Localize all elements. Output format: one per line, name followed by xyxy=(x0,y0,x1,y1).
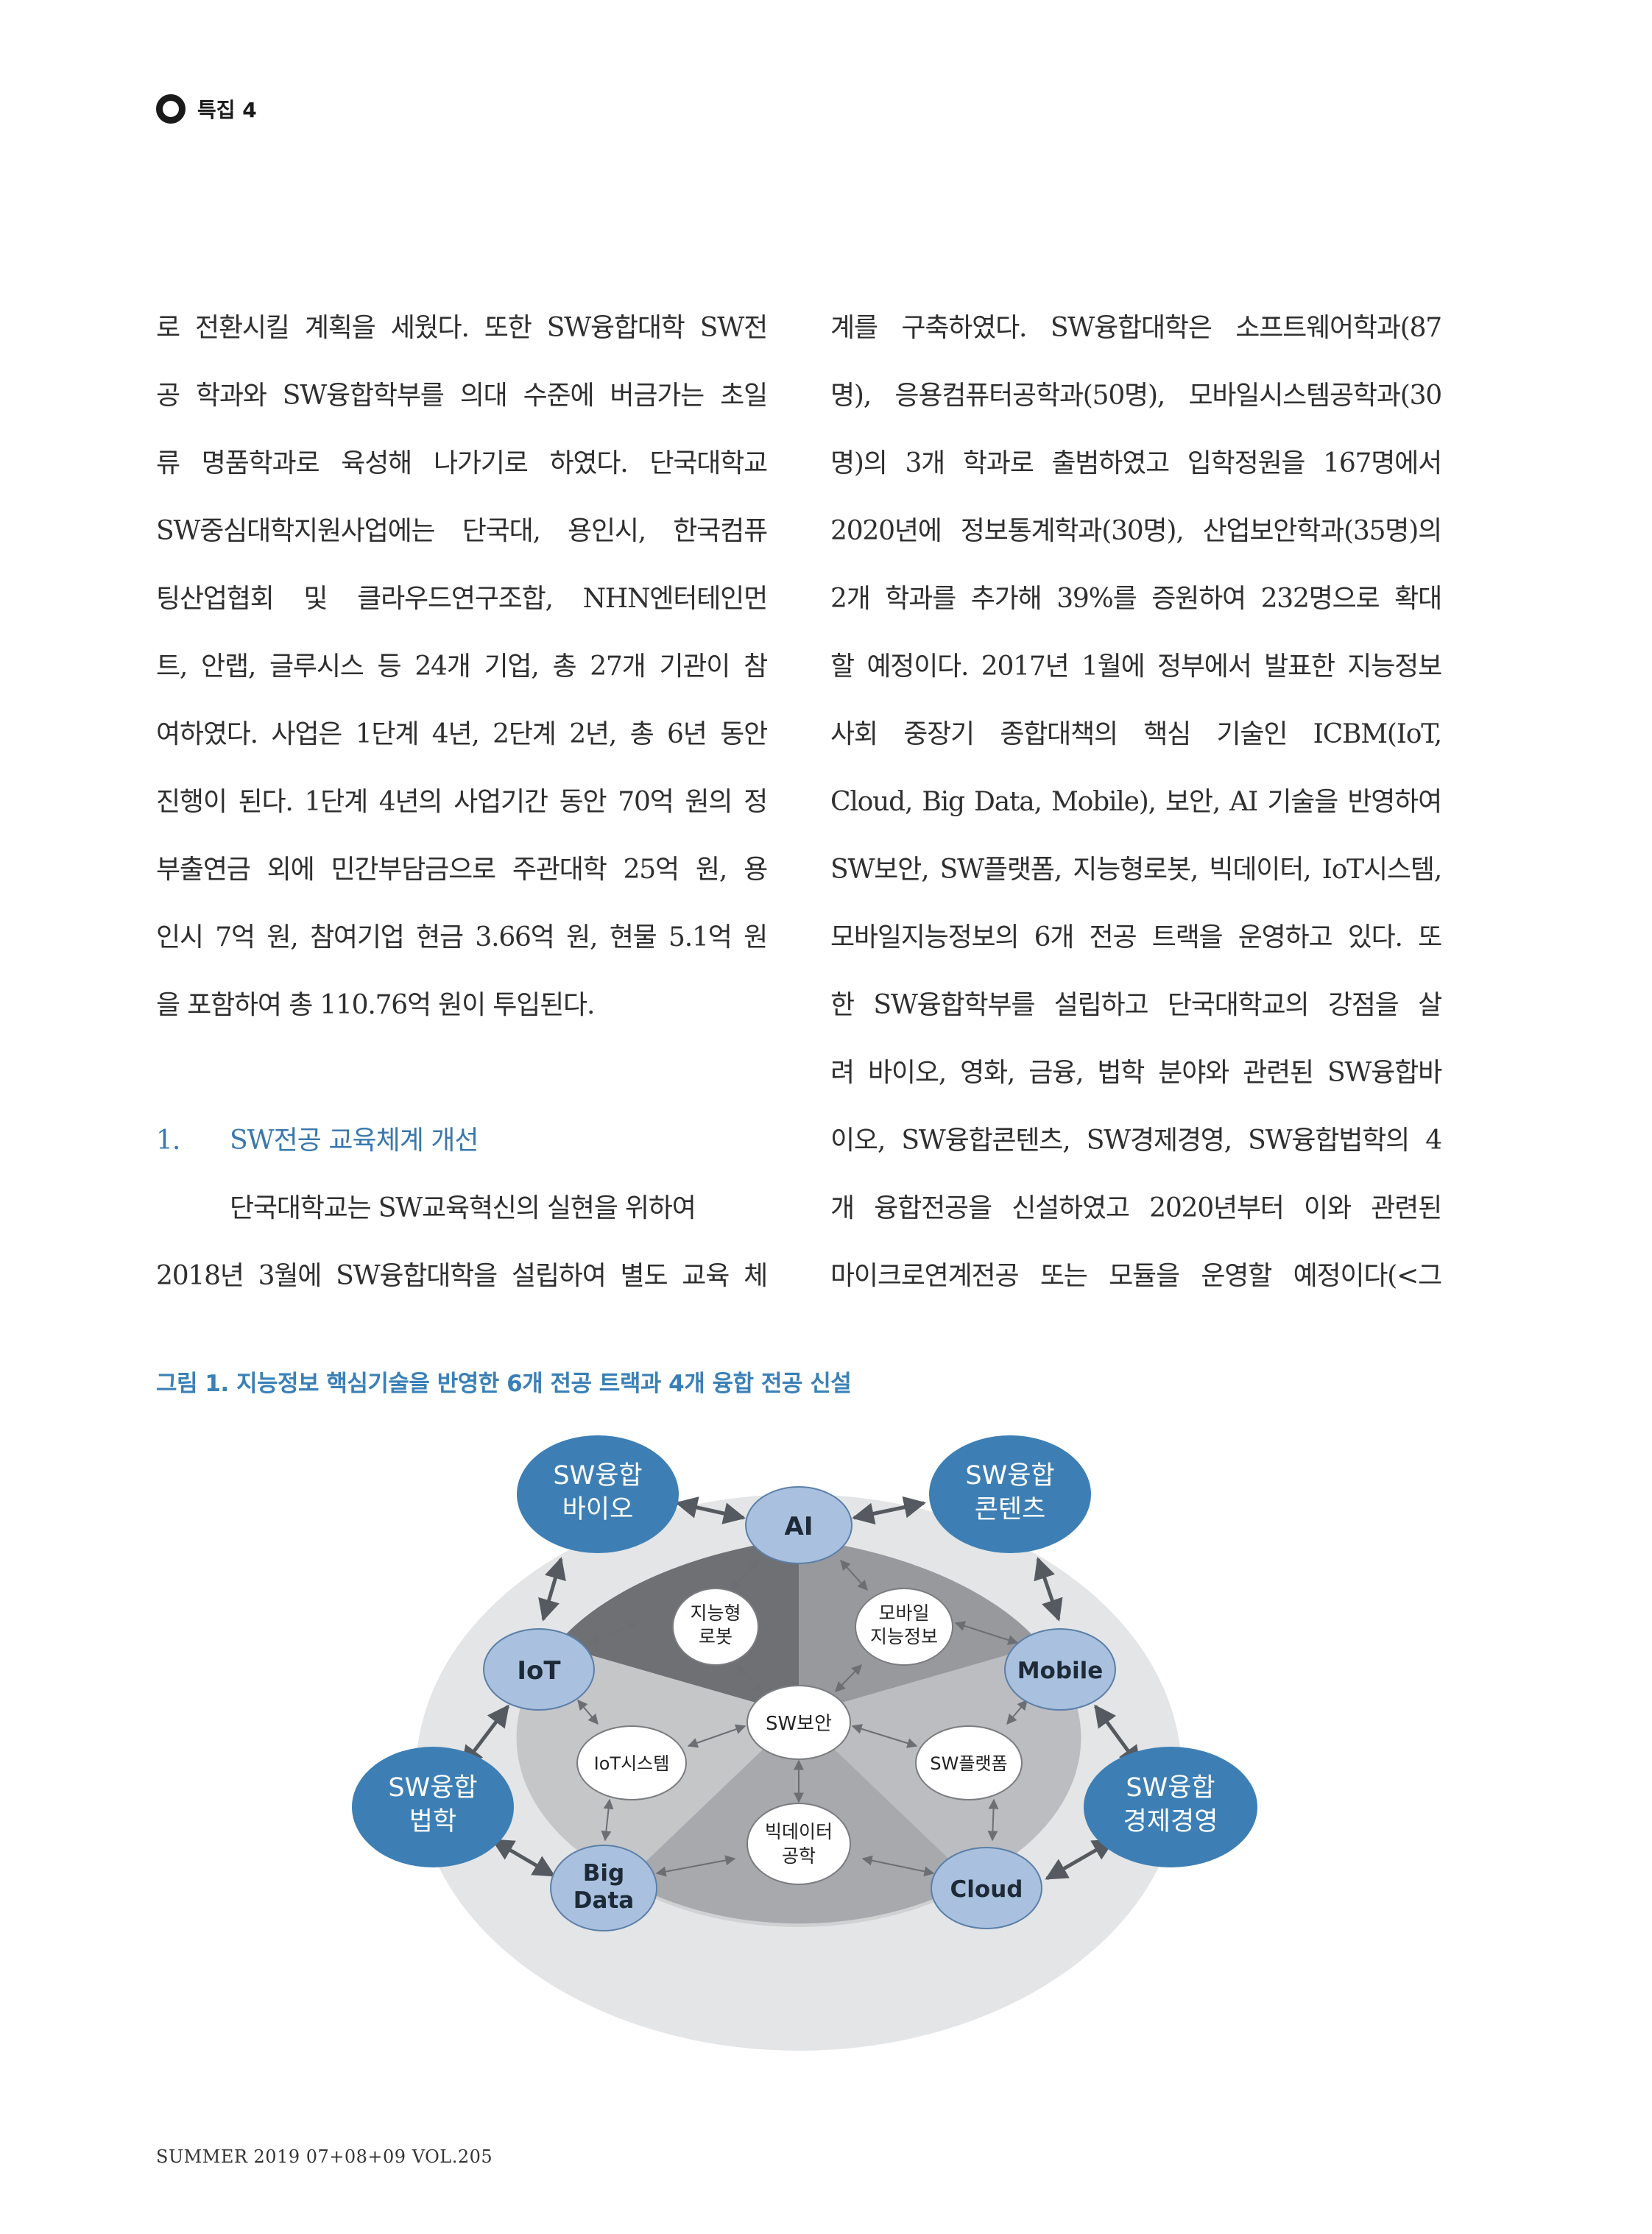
node-bio-line1: SW융합 xyxy=(553,1461,642,1491)
link-mobileintel-center xyxy=(835,1664,862,1693)
node-ai-label: AI xyxy=(785,1512,813,1541)
link-bio-iot xyxy=(538,1557,566,1622)
link-cloud-bigdataeng xyxy=(861,1855,935,1877)
link-robot-center xyxy=(735,1664,763,1693)
node-contents: SW융합 콘텐츠 xyxy=(929,1435,1091,1553)
link-ai-robot xyxy=(730,1559,759,1591)
node-center: SW보안 xyxy=(746,1685,851,1760)
link-swplat-cloud xyxy=(987,1798,999,1842)
section-label: 특집 4 xyxy=(197,98,257,122)
link-iot-robot xyxy=(587,1622,638,1644)
text-line: 트, 안랩, 글루시스 등 24개 기업, 총 27개 기관이 참 xyxy=(156,651,768,682)
paragraph-2: 단국대학교는 SW교육혁신의 실현을 위하여 2018년 3월에 SW융합대학을… xyxy=(156,1175,768,1310)
node-mobile-intel: 모바일 지능정보 xyxy=(855,1588,953,1666)
text-line: 한 SW융합학부를 설립하고 단국대학교의 강점을 살 xyxy=(830,990,1442,1020)
section-number: 1. xyxy=(156,1125,180,1156)
link-contents-ai xyxy=(852,1496,926,1525)
node-robot-line1: 지능형 xyxy=(690,1602,741,1624)
section-title: SW전공 교육체계 개선 xyxy=(230,1125,479,1156)
node-bigdata: Big Data xyxy=(550,1845,657,1931)
page-footer: SUMMER 2019 07+08+09 VOL.205 xyxy=(156,2146,493,2167)
link-swplat-center xyxy=(851,1724,918,1748)
link-contents-mobile xyxy=(1034,1557,1063,1622)
text-line: 명), 응용컴퓨터공학과(50명), 모바일시스템공학과(30 xyxy=(830,381,1442,411)
node-economy-line2: 경제경영 xyxy=(1123,1807,1218,1837)
node-bigdataeng-line1: 빅데이터 xyxy=(765,1821,833,1842)
node-mobileintel-line2: 지능정보 xyxy=(870,1626,938,1647)
node-iot: IoT xyxy=(483,1628,595,1711)
bullet-icon xyxy=(156,94,186,124)
link-iotsys-bigdata xyxy=(601,1798,614,1842)
text-line: SW보안, SW플랫폼, 지능형로봇, 빅데이터, IoT시스템, xyxy=(830,855,1442,885)
text-line: 로 전환시킬 계획을 세웠다. 또한 SW융합대학 SW전 xyxy=(156,313,768,343)
text-line: 류 명품학과로 육성해 나가기로 하였다. 단국대학교 xyxy=(156,448,768,478)
link-economy-cloud xyxy=(1045,1838,1115,1881)
link-iotsys-center xyxy=(687,1724,746,1748)
right-column: 계를 구축하였다. SW융합대학은 소프트웨어학과(87 명), 응용컴퓨터공학… xyxy=(830,294,1442,1310)
node-sw-platform: SW플랫폼 xyxy=(915,1725,1023,1800)
section-header: 특집 4 xyxy=(156,94,257,124)
link-bigdata-bigdataeng xyxy=(655,1855,736,1877)
text-line: 을 포함하여 총 110.76억 원이 투입된다. xyxy=(156,990,595,1020)
node-mobileintel-line1: 모바일 xyxy=(878,1602,929,1624)
node-bio-line2: 바이오 xyxy=(562,1495,634,1524)
text-line: 개 융합전공을 신설하였고 2020년부터 이와 관련된 xyxy=(830,1193,1442,1223)
node-cloud-label: Cloud xyxy=(950,1876,1023,1903)
text-line: 려 바이오, 영화, 금융, 법학 분야와 관련된 SW융합바 xyxy=(830,1058,1442,1088)
node-bigdata-eng: 빅데이터 공학 xyxy=(746,1803,851,1885)
text-line: 2개 학과를 추가해 39%를 증원하여 232명으로 확대 xyxy=(830,584,1442,614)
node-iotsystem-label: IoT시스템 xyxy=(594,1753,670,1774)
node-robot-line2: 로봇 xyxy=(699,1626,733,1647)
node-mobile: Mobile xyxy=(1004,1628,1116,1711)
node-ai: AI xyxy=(745,1486,853,1564)
node-contents-line1: SW융합 xyxy=(965,1461,1054,1491)
text-line: 모바일지능정보의 6개 전공 트랙을 운영하고 있다. 또 xyxy=(830,922,1442,952)
node-economy: SW융합 경제경영 xyxy=(1084,1747,1257,1867)
node-center-label: SW보안 xyxy=(766,1713,832,1735)
text-line: 2020년에 정보통계학과(30명), 산업보안학과(35명)의 xyxy=(830,516,1442,546)
node-bigdata-line2: Data xyxy=(573,1887,634,1914)
left-column: 로 전환시킬 계획을 세웠다. 또한 SW융합대학 SW전 공 학과와 SW융합… xyxy=(156,294,768,1310)
text-line: 인시 7억 원, 참여기업 현금 3.66억 원, 현물 5.1억 원 xyxy=(156,922,768,952)
text-line: 사회 중장기 종합대책의 핵심 기술인 ICBM(IoT, xyxy=(830,719,1442,749)
node-law-line1: SW융합 xyxy=(388,1773,477,1803)
text-line: 이오, SW융합콘텐츠, SW경제경영, SW융합법학의 4 xyxy=(830,1125,1442,1156)
text-line: 부출연금 외에 민간부담금으로 주관대학 25억 원, 용 xyxy=(156,855,768,885)
text-line: 진행이 된다. 1단계 4년의 사업기간 동안 70억 원의 정 xyxy=(156,787,768,817)
text-line: 여하였다. 사업은 1단계 4년, 2단계 2년, 총 6년 동안 xyxy=(156,719,768,749)
node-iot-system: IoT시스템 xyxy=(576,1725,687,1800)
node-robot: 지능형 로봇 xyxy=(672,1588,759,1666)
link-bio-ai xyxy=(675,1496,746,1524)
text-line: 할 예정이다. 2017년 1월에 정부에서 발표한 지능정보 xyxy=(830,651,1442,682)
node-law-line2: 법학 xyxy=(409,1807,456,1837)
text-line: 팅산업협회 및 클라우드연구조합, NHN엔터테인먼 xyxy=(156,584,768,614)
link-law-bigdata xyxy=(491,1838,556,1878)
text-line: 단국대학교는 SW교육혁신의 실현을 위하여 xyxy=(230,1193,696,1223)
node-economy-line1: SW융합 xyxy=(1126,1773,1215,1803)
node-cloud: Cloud xyxy=(931,1847,1042,1929)
node-mobile-label: Mobile xyxy=(1017,1658,1104,1684)
link-iot-iotsys xyxy=(577,1699,599,1725)
node-law: SW융합 법학 xyxy=(352,1747,514,1867)
text-line: 명)의 3개 학과로 출범하였고 입학정원을 167명에서 xyxy=(830,448,1442,478)
text-line: 공 학과와 SW융합학부를 의대 수준에 버금가는 초일 xyxy=(156,381,768,411)
text-line: 계를 구축하였다. SW융합대학은 소프트웨어학과(87 xyxy=(830,313,1442,343)
link-ai-mobileintel xyxy=(840,1559,868,1591)
text-line: 마이크로연계전공 또는 모듈을 운영할 예정이다(<그 xyxy=(830,1261,1442,1291)
text-line: Cloud, Big Data, Mobile), 보안, AI 기술을 반영하… xyxy=(830,787,1442,817)
node-bio: SW융합 바이오 xyxy=(517,1435,679,1553)
node-contents-line2: 콘텐츠 xyxy=(975,1495,1046,1524)
text-line: SW중심대학지원사업에는 단국대, 용인시, 한국컴퓨 xyxy=(156,516,768,546)
figure-caption: 그림 1. 지능정보 핵심기술을 반영한 6개 전공 트랙과 4개 융합 전공 … xyxy=(156,1371,852,1397)
section-heading: 1. SW전공 교육체계 개선 xyxy=(156,1107,767,1175)
node-bigdata-line1: Big xyxy=(583,1860,624,1887)
link-mobile-mobileintel xyxy=(954,1621,1019,1645)
convergence-diagram: 지능형 로봇 모바일 지능정보 IoT시스템 SW플랫폼 SW보안 빅데이터 공… xyxy=(352,1435,1257,2051)
node-bigdataeng-line2: 공학 xyxy=(782,1845,816,1867)
paragraph-1: 로 전환시킬 계획을 세웠다. 또한 SW융합대학 SW전 공 학과와 SW융합… xyxy=(156,294,768,1039)
link-mobile-swplat xyxy=(1006,1699,1028,1725)
node-iot-label: IoT xyxy=(517,1656,561,1686)
text-line: 2018년 3월에 SW융합대학을 설립하여 별도 교육 체 xyxy=(156,1261,768,1291)
node-swplatform-label: SW플랫폼 xyxy=(930,1753,1007,1774)
